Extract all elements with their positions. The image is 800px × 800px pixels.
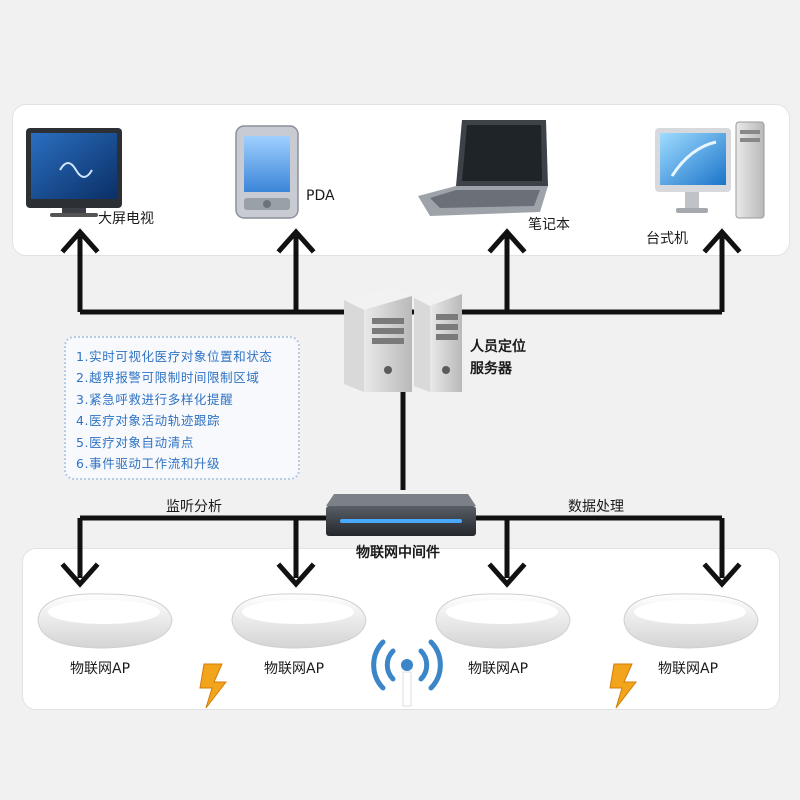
arrow-to-pda [276,228,316,254]
server-label-line2: 服务器 [470,361,512,377]
lightning-icon-right [609,663,638,709]
ap-device-1 [37,593,173,649]
arrow-to-ap-1 [60,562,100,588]
lightning-icon-left [199,663,228,709]
server-icon [344,286,462,392]
ap-device-3 [435,593,571,649]
pda-icon [235,125,299,219]
feature-item: 4.医疗对象活动轨迹跟踪 [76,413,221,429]
feature-item: 3.紧急呼救进行多样化提醒 [76,391,234,407]
ap-label-1: 物联网AP [70,661,131,677]
ap-device-4 [623,593,759,649]
desktop-icon [655,121,765,219]
right-branch-label: 数据处理 [568,499,624,515]
laptop-label: 笔记本 [528,217,570,233]
feature-item: 1.实时可视化医疗对象位置和状态 [76,349,273,364]
tv-icon [26,128,122,217]
arrow-to-ap-2 [276,562,316,588]
server-label-line1: 人员定位 [470,339,526,355]
middleware-label: 物联网中间件 [356,545,440,561]
arrow-to-ap-3 [487,562,527,588]
uplink-arrowheads [60,228,742,254]
pda-label: PDA [306,188,335,204]
ap-label-4: 物联网AP [658,661,719,677]
ap-device-2 [231,593,367,649]
ap-label-3: 物联网AP [468,661,529,677]
feature-item: 6.事件驱动工作流和升级 [76,456,221,472]
feature-list: 1.实时可视化医疗对象位置和状态 2.越界报警可限制时间限制区域 3.紧急呼救进… [66,338,298,474]
arrow-to-ap-4 [702,562,742,588]
desktop-label: 台式机 [646,231,688,247]
ap-label-2: 物联网AP [264,661,325,677]
feature-item: 5.医疗对象自动清点 [76,434,194,450]
downlink-arrowheads [60,562,742,588]
laptop-icon [418,120,548,216]
middleware-device-icon [326,494,476,536]
arrow-to-tv [60,228,100,254]
left-branch-label: 监听分析 [166,499,222,515]
arrow-to-desktop [702,228,742,254]
wifi-signal-icon [371,639,443,707]
tv-label: 大屏电视 [98,211,154,227]
feature-list-box: 1.实时可视化医疗对象位置和状态 2.越界报警可限制时间限制区域 3.紧急呼救进… [64,336,300,480]
feature-item: 2.越界报警可限制时间限制区域 [76,370,260,386]
arrow-to-laptop [487,228,527,254]
